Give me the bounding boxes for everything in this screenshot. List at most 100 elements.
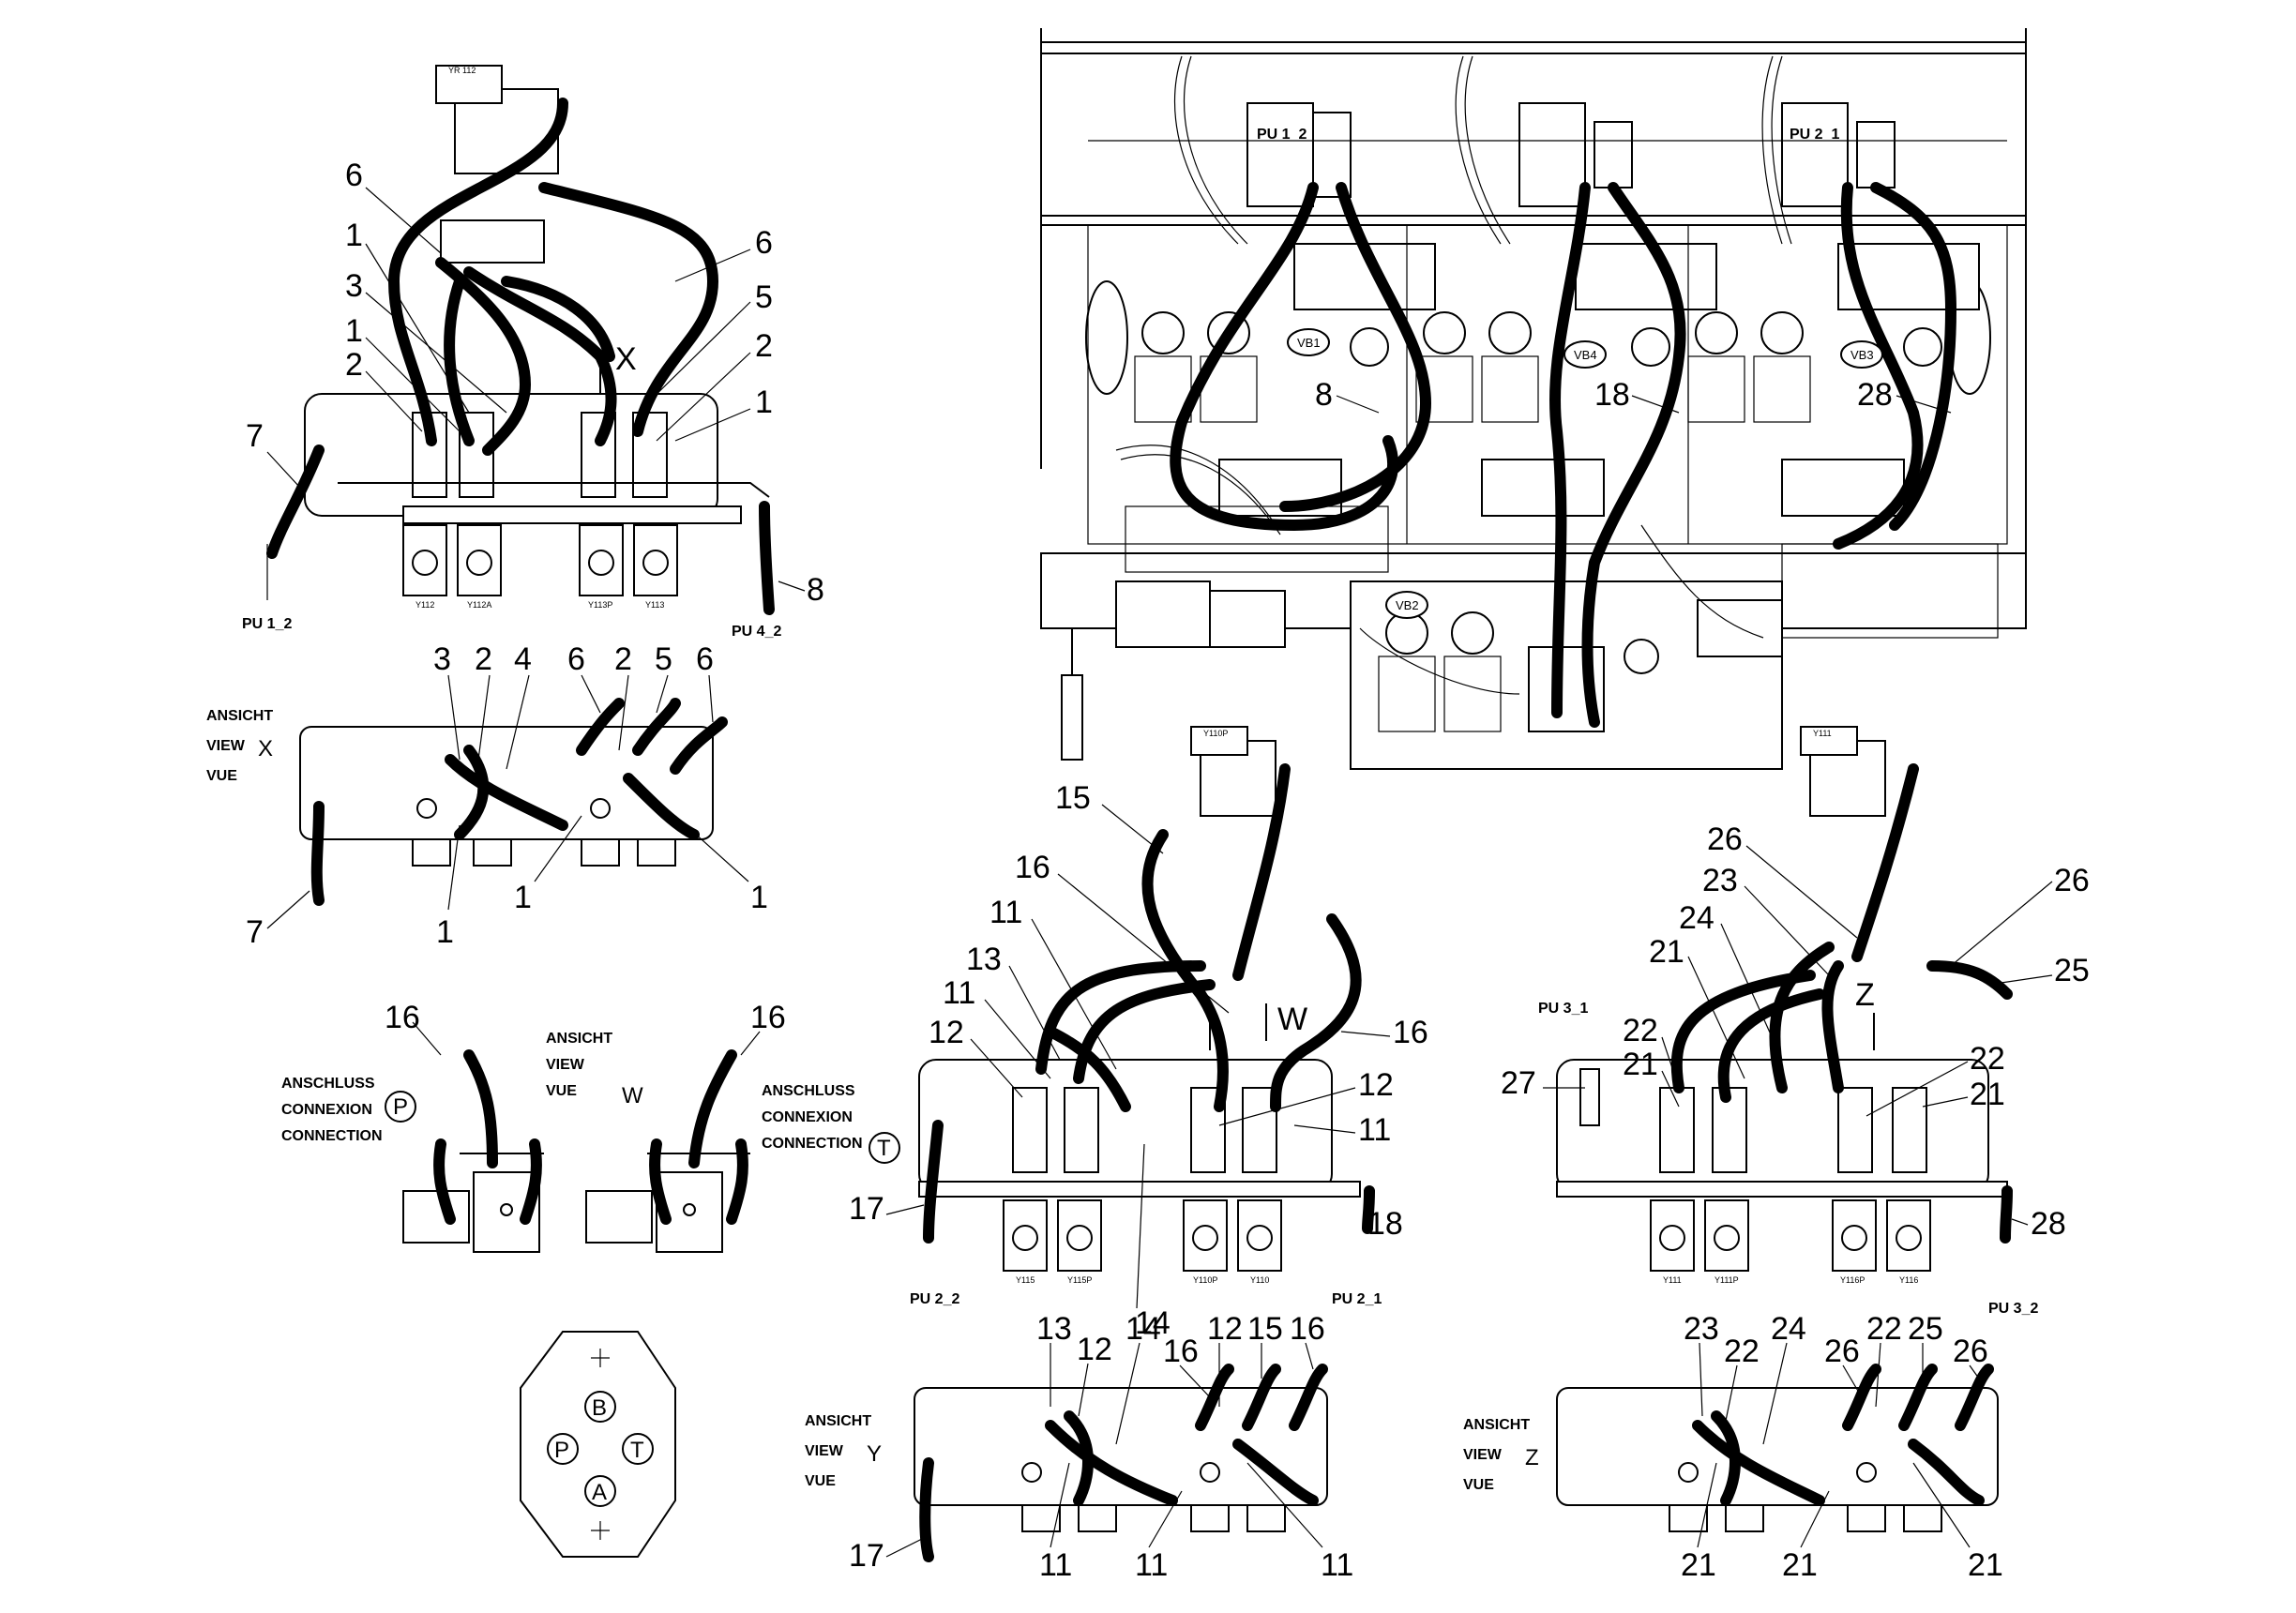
callout-12-a: 12 <box>929 1015 964 1050</box>
valve-tag-y111p: Y111P <box>1714 1275 1739 1285</box>
callout-16-c: 16 <box>1163 1334 1199 1369</box>
callout-11-b: 11 <box>943 975 975 1011</box>
view-w-view: VIEW <box>546 1057 585 1073</box>
vb3-label: VB3 <box>1840 340 1883 369</box>
valve-tag-y111: Y111 <box>1663 1275 1682 1285</box>
valve-tag-y115: Y115 <box>1016 1275 1035 1285</box>
vb1-label: VB1 <box>1287 328 1330 356</box>
callout-16-p: 16 <box>385 1000 420 1035</box>
top-rail <box>1040 41 2027 54</box>
valve-tag-y116p: Y116P <box>1840 1275 1865 1285</box>
callout-1-f: 1 <box>750 880 768 915</box>
vb2-label: VB2 <box>1385 591 1428 619</box>
callout-28-assembly: 28 <box>1857 377 1893 413</box>
callout-5-b: 5 <box>655 641 672 677</box>
callout-6-a: 6 <box>345 158 363 193</box>
conn-t-line1: ANSCHLUSS <box>762 1083 855 1099</box>
view-y-ansicht: ANSICHT <box>805 1413 871 1429</box>
callout-26-c: 26 <box>1824 1334 1860 1369</box>
conn-p-line1: ANSCHLUSS <box>281 1076 375 1092</box>
callout-18-assembly: 18 <box>1594 377 1630 413</box>
callout-6-d: 6 <box>696 641 714 677</box>
callout-18-a: 18 <box>1367 1206 1403 1242</box>
callout-21-e: 21 <box>1782 1547 1818 1583</box>
port-ref-pu32: PU 3_2 <box>1988 1301 2038 1317</box>
callout-8-assembly: 8 <box>1315 377 1333 413</box>
callout-21-b: 21 <box>1623 1047 1658 1082</box>
port-b-label: B <box>592 1395 607 1421</box>
svg-text:VB4: VB4 <box>1574 348 1597 362</box>
valve-tag-y110p: Y110P <box>1193 1275 1217 1285</box>
callout-1-e: 1 <box>514 880 532 915</box>
svg-text:Y110P: Y110P <box>1203 729 1228 738</box>
callout-22-b: 22 <box>1970 1041 2005 1077</box>
callout-23-b: 23 <box>1684 1311 1719 1347</box>
callout-24-a: 24 <box>1679 900 1714 936</box>
callout-11-c: 11 <box>1358 1112 1391 1148</box>
callout-16-t: 16 <box>750 1000 786 1035</box>
svg-text:VB1: VB1 <box>1297 336 1321 350</box>
callout-6-c: 6 <box>567 641 585 677</box>
callout-1-b: 1 <box>345 313 363 349</box>
port-pattern: B P T A <box>520 1331 676 1558</box>
callout-26-d: 26 <box>1953 1334 1988 1369</box>
callout-1-a: 1 <box>345 218 363 253</box>
view-z-letter: Z <box>1525 1445 1539 1470</box>
callout-7-a: 7 <box>246 418 264 454</box>
callout-4-a: 4 <box>514 641 532 677</box>
port-ref-pu21: PU 2_1 <box>1332 1291 1382 1307</box>
view-w-letter: W <box>622 1083 643 1108</box>
accumulator-left <box>1085 280 1128 395</box>
view-y-view: VIEW <box>805 1443 844 1459</box>
callout-21-d: 21 <box>1681 1547 1716 1583</box>
callout-17-b: 17 <box>849 1538 884 1574</box>
valve-tag-y110: Y110 <box>1250 1275 1269 1285</box>
view-arrow-z: Z <box>1855 977 1875 1013</box>
assembly-tag-2: PU 2_1 <box>1790 127 1839 143</box>
detail-y-view: ANSICHT VIEW VUE Y 13 12 14 16 12 15 16 … <box>805 1311 1353 1583</box>
conn-p-line3: CONNECTION <box>281 1128 383 1144</box>
conn-t-line3: CONNECTION <box>762 1136 863 1152</box>
callout-23-a: 23 <box>1702 863 1738 898</box>
detail-z-top: Y111 Y111 Y111P Y116P Y116 PU 3_1 PU 3_2… <box>1501 726 2090 1317</box>
view-x-ansicht: ANSICHT <box>206 708 273 724</box>
callout-8-a: 8 <box>807 572 824 608</box>
callout-2-d: 2 <box>614 641 632 677</box>
callout-16-a: 16 <box>1015 850 1050 885</box>
callout-11-e: 11 <box>1135 1547 1168 1583</box>
callout-22-d: 22 <box>1866 1311 1902 1347</box>
valve-tag-y112a: Y112A <box>467 600 491 610</box>
view-arrow-w: W <box>1277 1002 1307 1037</box>
callout-21-f: 21 <box>1968 1547 2003 1583</box>
callout-12-b: 12 <box>1358 1067 1394 1103</box>
svg-text:Y111: Y111 <box>1813 729 1832 738</box>
callout-1-c: 1 <box>755 384 773 420</box>
detail-x-view: ANSICHT VIEW VUE X 3 2 4 6 2 5 6 7 1 <box>206 641 768 950</box>
view-y-vue: VUE <box>805 1473 836 1489</box>
valve-coils-y <box>1003 1199 1282 1272</box>
callout-24-b: 24 <box>1771 1311 1806 1347</box>
view-x-vue: VUE <box>206 768 237 784</box>
callout-14-b: 14 <box>1125 1311 1161 1347</box>
view-z-view: VIEW <box>1463 1447 1503 1463</box>
view-z-vue: VUE <box>1463 1477 1494 1493</box>
callout-27-a: 27 <box>1501 1065 1536 1101</box>
detail-w-connections: 16 ANSCHLUSS CONNEXION CONNECTION P ANSI… <box>281 1000 900 1253</box>
callout-14-a: 14 <box>1135 1305 1171 1341</box>
svg-text:VB2: VB2 <box>1396 598 1419 612</box>
view-w-ansicht: ANSICHT <box>546 1031 612 1047</box>
callout-11-a: 11 <box>989 895 1022 930</box>
port-p-label: P <box>554 1438 569 1463</box>
conn-t-line2: CONNEXION <box>762 1109 853 1125</box>
mid-rail <box>1040 215 2027 226</box>
svg-text:YR 112: YR 112 <box>448 66 476 75</box>
valve-tag-y112: Y112 <box>415 600 434 610</box>
callout-22-a: 22 <box>1623 1013 1658 1048</box>
callout-2-b: 2 <box>755 328 773 364</box>
callout-2-a: 2 <box>345 347 363 383</box>
callout-25-a: 25 <box>2054 953 2090 988</box>
view-arrow-x: X <box>615 341 637 377</box>
view-z-ansicht: ANSICHT <box>1463 1417 1530 1433</box>
callout-15-b: 15 <box>1247 1311 1283 1347</box>
